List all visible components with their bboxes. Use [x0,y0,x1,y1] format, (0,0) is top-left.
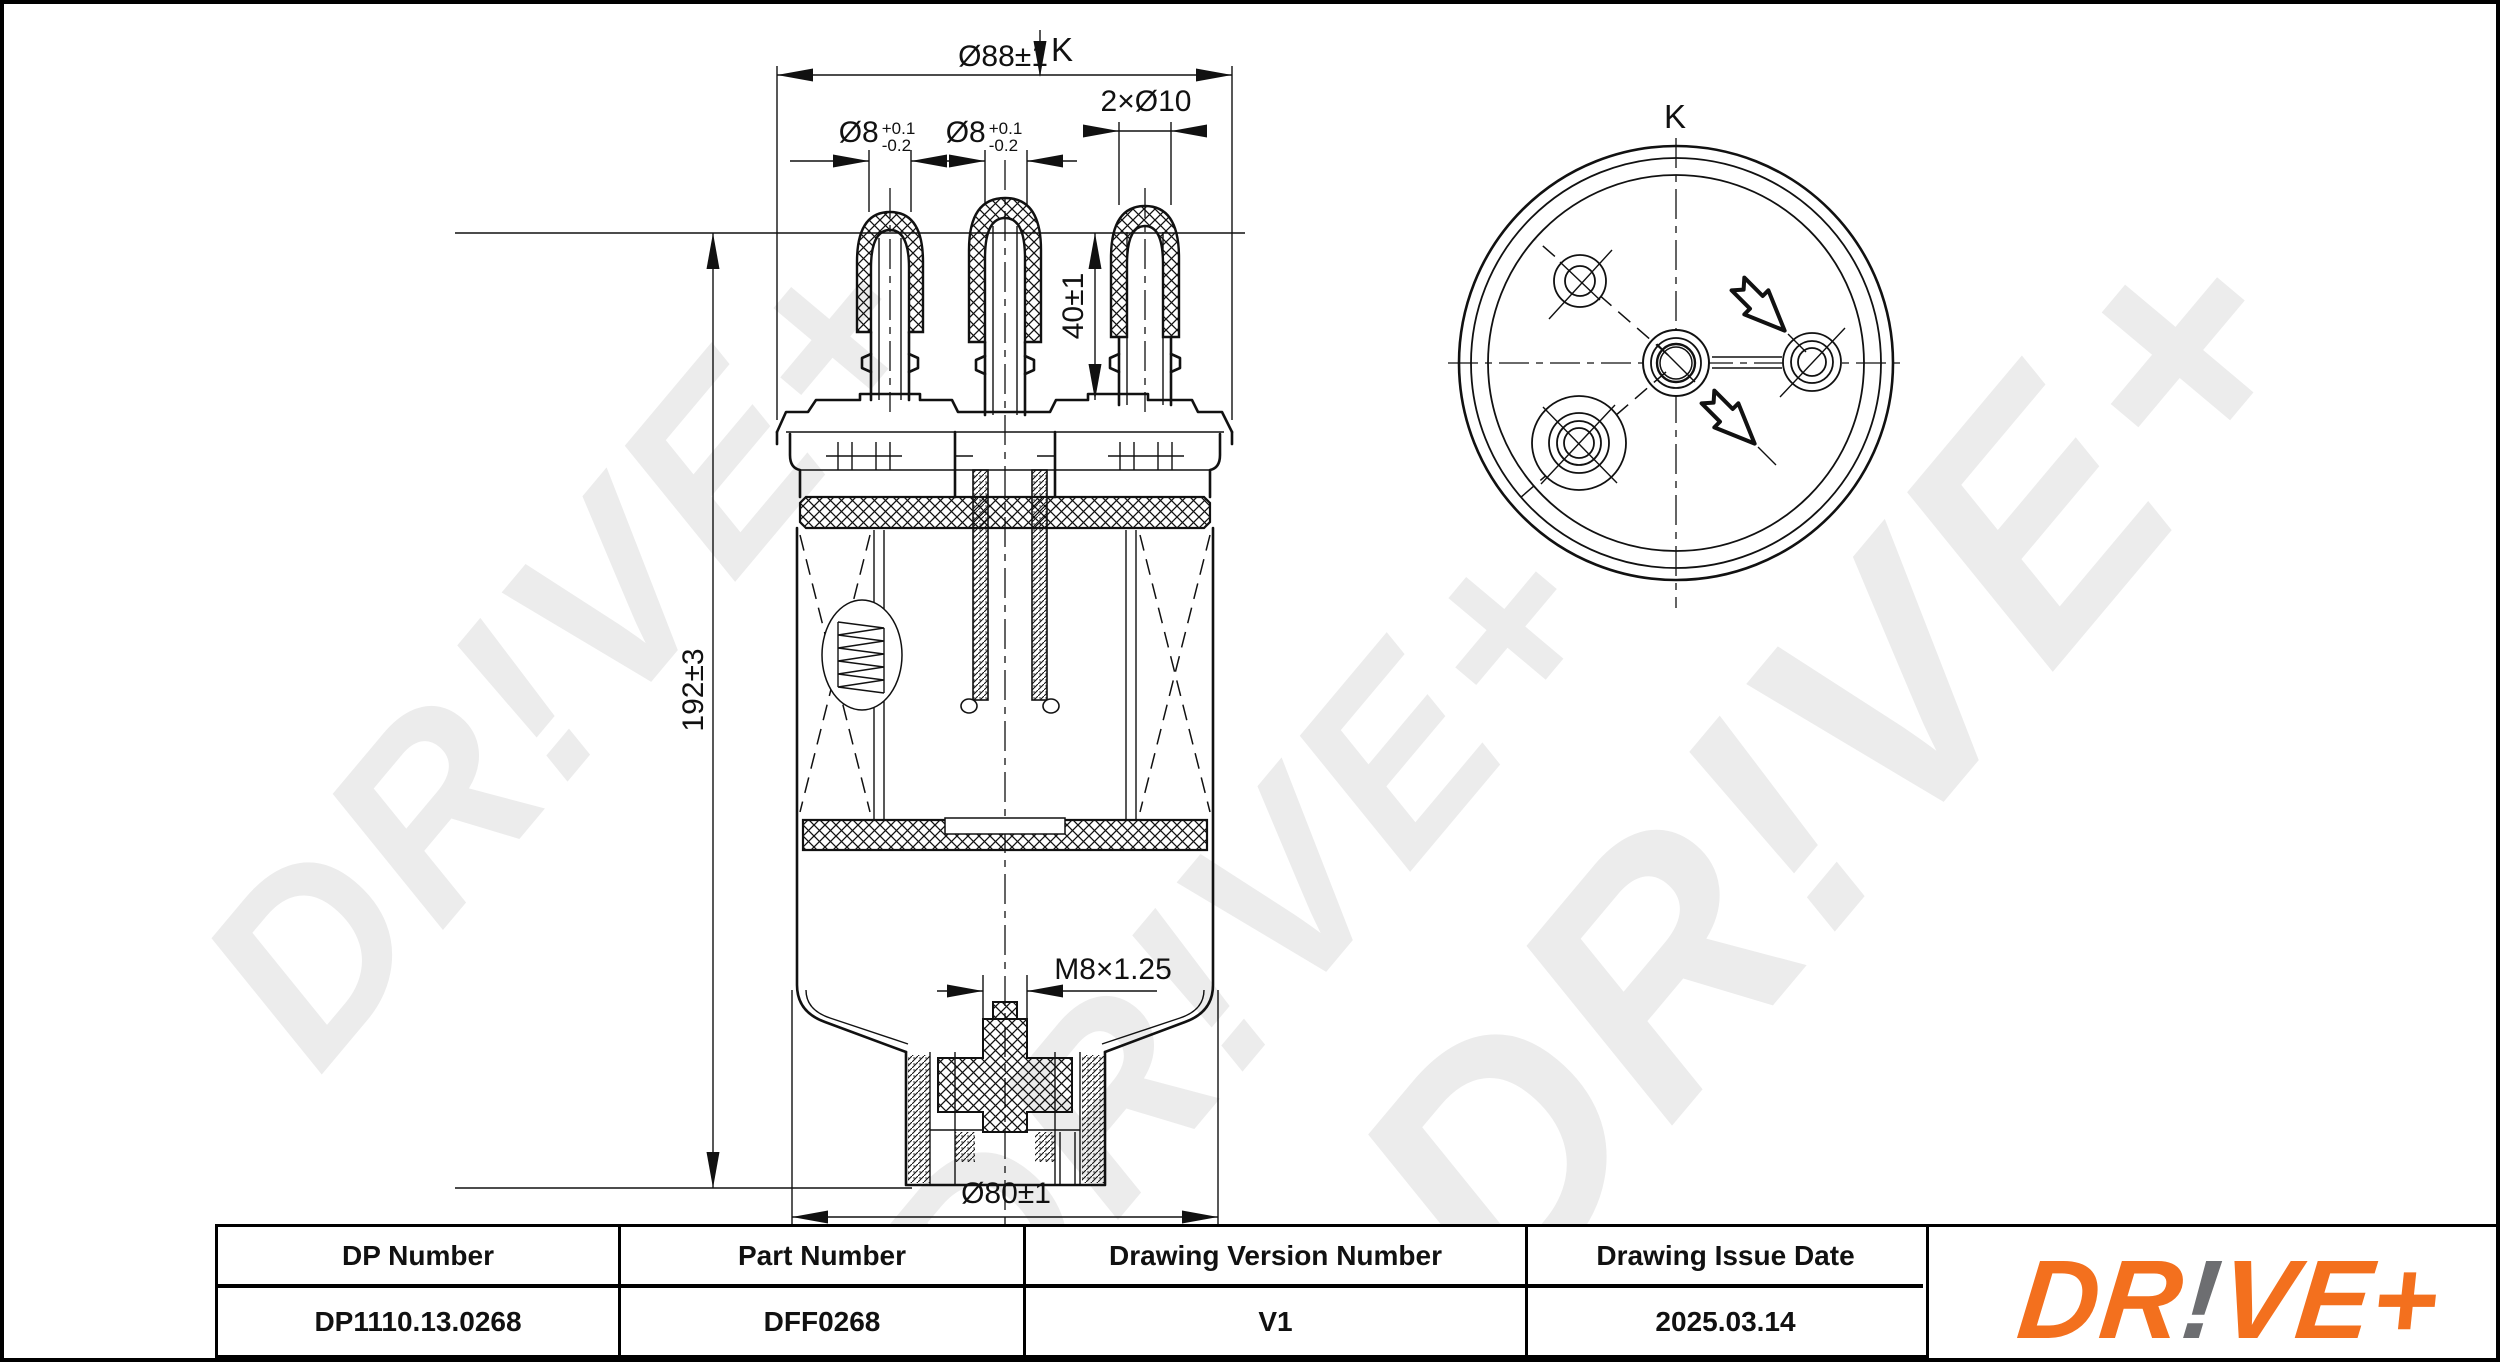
column-header-part-number: Part Number [621,1227,1026,1288]
title-block-top-border-extension [1929,1224,2498,1227]
logo-text-orange: DR [2012,1236,2190,1362]
drive-plus-logo: DR!VE+ [1956,1237,2500,1362]
dim-ports-right: 2×Ø10 [1100,85,1192,118]
dim-top-diameter: Ø88±1 [958,40,1048,73]
title-block-table: DP Number Part Number Drawing Version Nu… [215,1224,1929,1358]
view-direction-label: K [1050,31,1074,68]
column-header-dp-number: DP Number [218,1227,621,1288]
top-view-label: K [1663,98,1687,135]
value-dp-number: DP1110.13.0268 [218,1288,621,1355]
dim-bottom-diameter: Ø80±1 [961,1177,1051,1210]
logo-text-orange: VE+ [2214,1236,2446,1362]
value-issue-date: 2025.03.14 [1655,1305,1796,1337]
dim-total-height: 192±3 [677,648,710,732]
dim-port-left-diameter: Ø8+0.1-0.2 [839,116,916,154]
dim-value: Ø8 [838,116,879,149]
dim-value: Ø8 [945,116,986,149]
dim-port-height: 40±1 [1057,272,1090,340]
value-part-number: DFF0268 [621,1288,1026,1355]
tolerance-upper: +0.1 [988,119,1023,138]
tolerance-lower: -0.2 [988,136,1019,155]
value-drawing-version: V1 [1026,1288,1528,1355]
column-header-drawing-version: Drawing Version Number [1026,1227,1528,1288]
tolerance-lower: -0.2 [881,136,912,155]
dim-port-mid-diameter: Ø8+0.1-0.2 [946,116,1023,154]
column-header-issue-date: Drawing Issue Date [1528,1227,1923,1288]
dim-thread: M8×1.25 [1054,953,1172,986]
tolerance-upper: +0.1 [881,119,916,138]
